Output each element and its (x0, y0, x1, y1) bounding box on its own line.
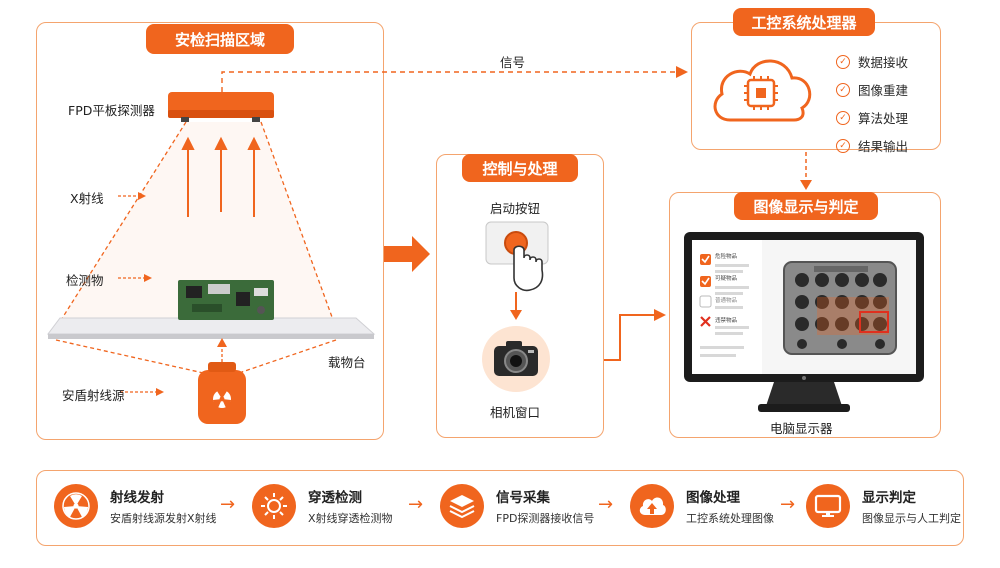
ipc-title: 工控系统处理器 (733, 8, 875, 36)
source-label: 安盾射线源 (62, 388, 125, 403)
layers-icon (440, 484, 484, 528)
check-icon: ✓ (836, 138, 850, 153)
ipc-item: ✓图像重建 (836, 80, 908, 99)
ipc-item: ✓结果输出 (836, 136, 908, 155)
monitor (684, 232, 924, 412)
stage-label: 载物台 (328, 355, 366, 370)
camera-label: 相机窗口 (490, 405, 541, 420)
flow-step-desc: X射线穿透检测物 (308, 512, 393, 525)
xray-label: X射线 (70, 191, 104, 206)
start-button-label: 启动按钮 (490, 201, 541, 216)
flow-step-title: 穿透检测 (308, 490, 362, 506)
monitor-icon (806, 484, 850, 528)
flow-step-collect: 信号采集 FPD探测器接收信号 (440, 484, 594, 528)
sun-ray-icon (252, 484, 296, 528)
scan-zone-title: 安检扫描区域 (146, 24, 294, 54)
cloud-chip-icon (713, 59, 812, 122)
scan-zone-graphics (47, 92, 376, 424)
object-label: 检测物 (66, 273, 104, 288)
flow-step-penetrate: 穿透检测 X射线穿透检测物 (252, 484, 393, 528)
check-icon: ✓ (836, 82, 850, 97)
flow-step-title: 射线发射 (110, 490, 164, 506)
flow-step-desc: 工控系统处理图像 (686, 512, 774, 525)
ipc-item: ✓数据接收 (836, 52, 908, 71)
camera-icon (494, 341, 538, 376)
flow-step-desc: 安盾射线源发射X射线 (110, 512, 217, 525)
flow-step-process: 图像处理 工控系统处理图像 (630, 484, 774, 528)
flow-arrow-icon: → (780, 494, 796, 515)
flow-step-title: 信号采集 (496, 490, 550, 506)
screen-item: 可疑物品 (715, 276, 738, 282)
flow-step-title: 显示判定 (862, 490, 916, 506)
ipc-checklist: ✓数据接收 ✓图像重建 ✓算法处理 ✓结果输出 (836, 52, 908, 164)
check-icon: ✓ (836, 54, 850, 69)
flow-arrow-icon: → (408, 494, 424, 515)
flow-arrow-icon: → (220, 494, 236, 515)
control-title: 控制与处理 (462, 154, 578, 182)
flow-step-title: 图像处理 (686, 490, 740, 506)
monitor-label: 电脑显示器 (770, 421, 833, 436)
radiation-icon (54, 484, 98, 528)
flow-step-judge: 显示判定 图像显示与人工判定 (806, 484, 961, 528)
screen-item: 违禁物品 (715, 318, 738, 324)
flow-arrow-icon: → (598, 494, 614, 515)
display-title: 图像显示与判定 (734, 192, 878, 220)
ipc-item: ✓算法处理 (836, 108, 908, 127)
screen-item: 危险物品 (715, 254, 738, 260)
signal-label: 信号 (500, 55, 526, 70)
flow-arrow-down (510, 292, 522, 320)
check-icon: ✓ (836, 110, 850, 125)
screen-item: 普通物品 (715, 298, 738, 304)
flow-step-desc: FPD探测器接收信号 (496, 512, 595, 525)
start-button[interactable] (484, 220, 554, 300)
flow-step-emit: 射线发射 安盾射线源发射X射线 (54, 484, 217, 528)
detector-label: FPD平板探测器 (68, 103, 155, 118)
cloud-upload-icon (630, 484, 674, 528)
flow-step-desc: 图像显示与人工判定 (862, 512, 961, 525)
